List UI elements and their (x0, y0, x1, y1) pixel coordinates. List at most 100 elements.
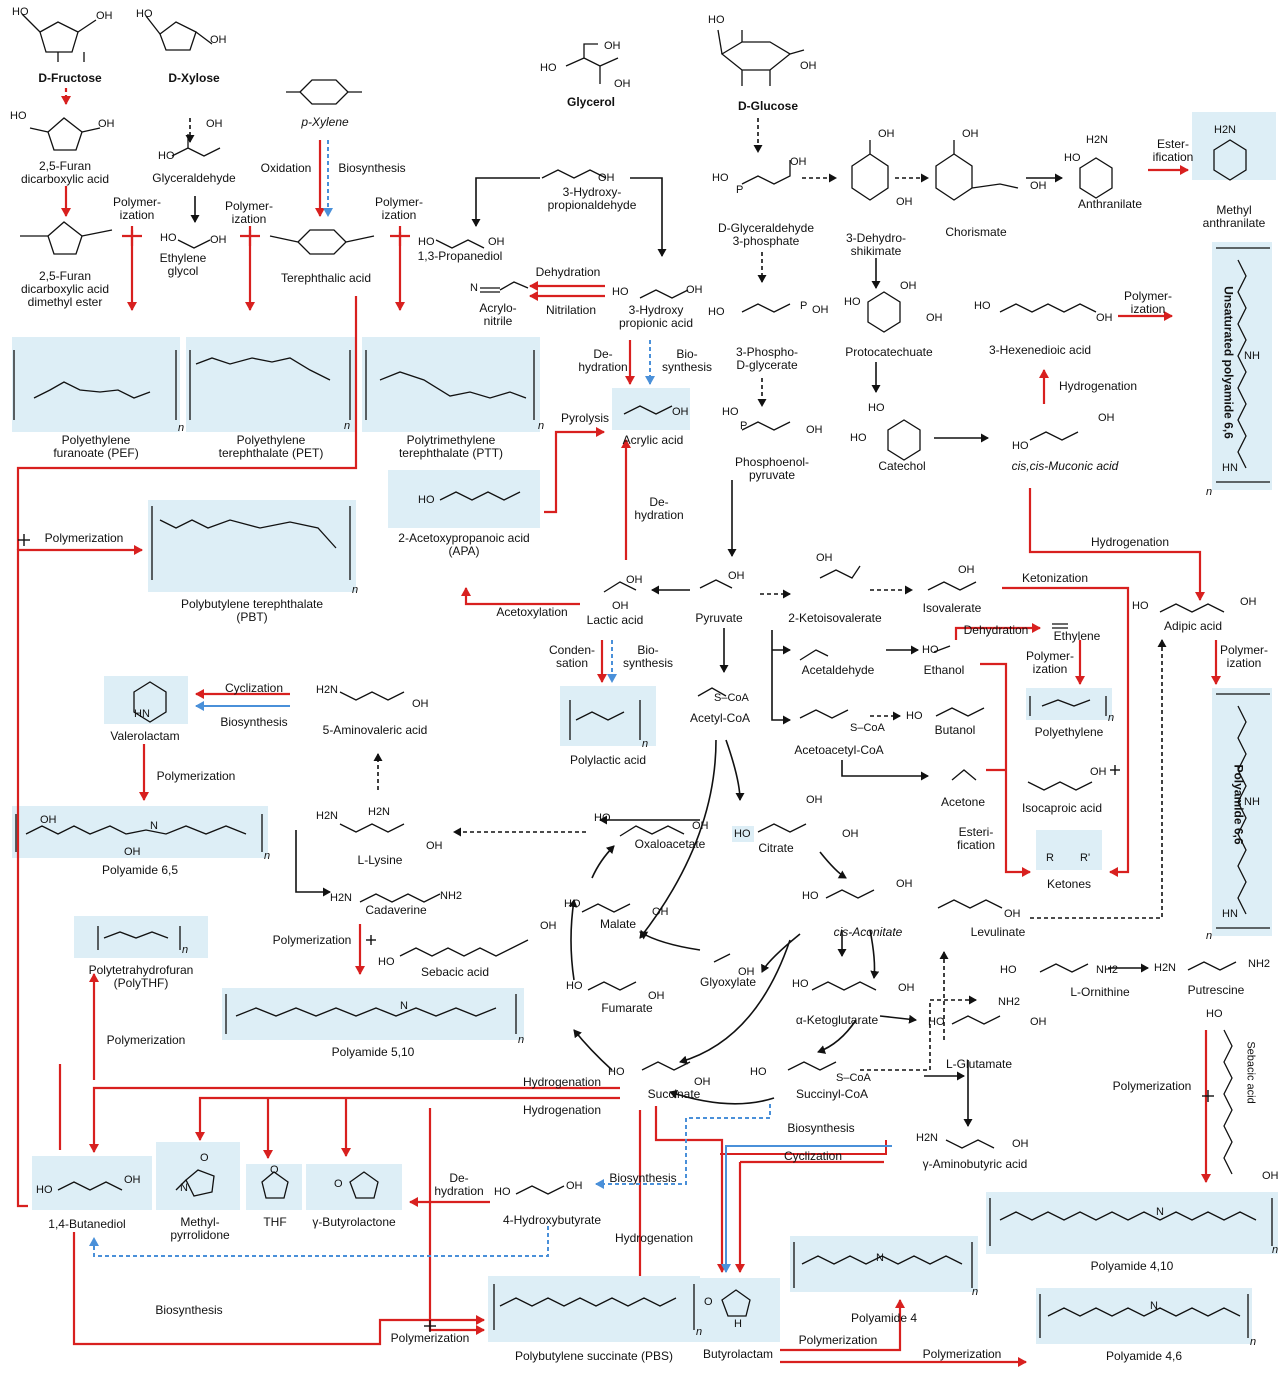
plus-marks (18, 534, 1214, 1332)
atom-orn-ho: HO (1000, 964, 1017, 976)
atom-lactic-oh-2: OH (612, 600, 629, 612)
atom-lactam-nh: H (734, 1318, 742, 1330)
atom-fructose-oh: OH (96, 10, 113, 22)
g3p-label: D-Glyceraldehyde 3-phosphate (717, 221, 815, 248)
gaba-label: γ-Aminobutyric acid (922, 1157, 1028, 1171)
pa4-box (790, 1236, 978, 1292)
atom-pep-p: P (740, 420, 748, 432)
atom-akg-oh: OH (898, 982, 915, 994)
hb4-label: 4-Hydroxybutyrate (502, 1213, 602, 1227)
atom-sebv-ho: HO (1206, 1008, 1223, 1020)
atom-pep-oh: OH (806, 424, 823, 436)
rxn-polymerization-polythf: Polymerization (106, 1033, 186, 1047)
nmp-label: Methyl- pyrrolidone (170, 1215, 230, 1242)
atom-acrylic-oh: OH (672, 406, 689, 418)
rxn-polymerization-hexenedioic: Polymer- ization (1123, 289, 1172, 316)
lysine-label: L-Lysine (357, 853, 403, 867)
pyruvate-label: Pyruvate (695, 611, 743, 625)
rxn-dehydration-ethanol: Dehydration (963, 623, 1029, 637)
acrylonitrile-label: Acrylo- nitrile (479, 301, 517, 328)
atom-fructose-ho: HO (12, 6, 29, 18)
atom-ava-oh: OH (412, 698, 429, 710)
ethanol-label: Ethanol (923, 663, 965, 677)
anthranilate-label: Anthranilate (1077, 197, 1143, 211)
acrylic-label: Acrylic acid (622, 433, 684, 447)
atom-lysine-h2n: H2N (316, 810, 339, 822)
rxn-dehydration-4hb: De- hydration (434, 1171, 484, 1198)
atom-xylose-oh: OH (210, 34, 227, 46)
pla-box (560, 686, 656, 746)
ptt-label: Polytrimethylene terephthalate (PTT) (398, 433, 504, 460)
rxn-dehydration-acrylo: Dehydration (535, 265, 601, 279)
atom-hex-oh: OH (1096, 312, 1113, 324)
rxn-polymerization-fdca: Polymer- ization (112, 195, 161, 222)
apa-label: 2-Acetoxypropanoic acid (APA) (398, 531, 530, 558)
atom-levulinate-oh: OH (1004, 908, 1021, 920)
acetoacetyl-coa-label: Acetoacetyl-CoA (794, 743, 884, 757)
atom-upa66-nh: NH (1244, 350, 1260, 362)
rxn-biosynthesis-hp: Bio- synthesis (661, 347, 713, 374)
hexenedioic-label: 3-Hexenedioic acid (988, 343, 1092, 357)
thf-label: THF (263, 1215, 287, 1229)
ketones-box (1036, 830, 1102, 870)
isovalerate-label: Isovalerate (922, 601, 982, 615)
xylose-label: D-Xylose (168, 71, 220, 85)
atom-hpa-oh: OH (598, 172, 615, 184)
butyrolactam-label: Butyrolactam (702, 1347, 774, 1361)
atom-muconic-ho: HO (1012, 440, 1029, 452)
pet-label: Polyethylene terephthalate (PET) (218, 433, 324, 460)
atom-catechol-ho: HO (868, 402, 885, 414)
rxn-biosynthesis-bdo: Biosynthesis (155, 1303, 223, 1317)
pa410-label: Polyamide 4,10 (1090, 1259, 1174, 1273)
ornithine-label: L-Ornithine (1070, 985, 1130, 999)
atom-ethanol-ho: HO (922, 644, 939, 656)
ketones-label: Ketones (1046, 877, 1092, 891)
atom-anthranilate-h2n: H2N (1086, 134, 1109, 146)
pa66-label: Polyamide 6,6 (1231, 764, 1246, 845)
atom-pca-oh: OH (900, 280, 917, 292)
rxn-biosynthesis-pxylene: Biosynthesis (338, 161, 406, 175)
rxn-polymerization-eg: Polymer- ization (224, 199, 273, 226)
valerolactam-label: Valerolactam (110, 729, 180, 743)
rxn-hydrogenation-succ-1: Hydrogenation (522, 1075, 602, 1089)
acetone-label: Acetone (940, 795, 986, 809)
gbl-label: γ-Butyrolactone (312, 1215, 396, 1229)
polythf-box (74, 916, 208, 958)
atom-pbt-n: n (352, 584, 359, 596)
pbt-box (148, 500, 356, 592)
fdca-ester-label: 2,5-Furan dicarboxylic acid dimethyl est… (20, 269, 110, 309)
atom-put-h2n: H2N (1154, 962, 1177, 974)
atom-orn-nh2: NH2 (1096, 964, 1119, 976)
chorismate-label: Chorismate (945, 225, 1007, 239)
atom-butanol-ho: HO (906, 710, 923, 722)
atom-thf-o: O (270, 1164, 279, 1176)
butyrolactam-box (696, 1278, 780, 1342)
atom-cad-nh2: NH2 (440, 890, 463, 902)
atom-chorismate-oh-2: OH (1030, 180, 1047, 192)
atom-pef-n: n (178, 422, 185, 434)
rxn-polymerization-ethylene: Polymer- ization (1025, 649, 1074, 676)
atom-gaba-h2n: H2N (916, 1132, 939, 1144)
atom-pa46-n-sub: n (1250, 1336, 1257, 1348)
atom-glucose-ho: HO (708, 14, 725, 26)
propanediol-label: 1,3-Propanediol (417, 249, 503, 263)
atom-lactam-o: O (704, 1296, 713, 1308)
pbt-label: Polybutylene terephthalate (PBT) (180, 597, 324, 624)
atom-glycerol-oh: OH (604, 40, 621, 52)
citrate-label: Citrate (758, 841, 794, 855)
nmp-box (156, 1142, 240, 1210)
rxn-polymerization-pa46: Polymerization (922, 1347, 1002, 1361)
protocatechuate-label: Protocatechuate (845, 345, 933, 359)
glutamate-label: L-Glutamate (945, 1057, 1013, 1071)
isocaproic-label: Isocaproic acid (1021, 801, 1103, 815)
rxn-polymerization-sebacic: Polymerization (1112, 1079, 1192, 1093)
fructose-label: D-Fructose (38, 71, 102, 85)
atom-pyruvate-oh: OH (728, 570, 745, 582)
fdca-label: 2,5-Furan dicarboxylic acid (20, 159, 110, 186)
atom-put-nh2: NH2 (1248, 958, 1271, 970)
atom-ptt-n: n (538, 420, 545, 432)
methyl-anthranilate-box (1192, 112, 1276, 180)
atom-3pg-ho: HO (708, 306, 725, 318)
atom-fumarate-ho: HO (566, 980, 583, 992)
atom-lysine-h2n-2: H2N (368, 806, 391, 818)
